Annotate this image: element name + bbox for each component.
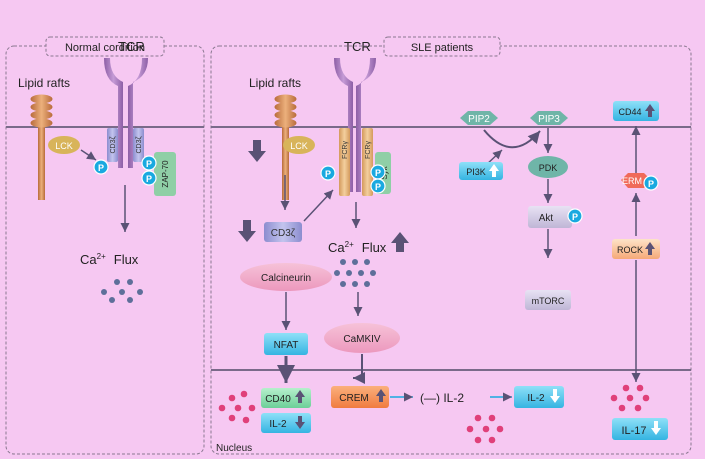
sle-phospho-1: P	[320, 165, 336, 181]
normal-zap70-label: ZAP-70	[161, 160, 170, 188]
sle-cd3z-down-arrow	[238, 220, 256, 242]
normal-cd3z-right-label: CD3ζ	[136, 136, 143, 153]
sle-lipid-rafts-label: Lipid rafts	[249, 76, 301, 90]
svg-text:P: P	[146, 159, 152, 169]
normal-phospho-3: P	[141, 170, 157, 186]
normal-lck-arrow	[80, 149, 97, 161]
normal-lipid-rafts-label: Lipid rafts	[18, 76, 70, 90]
normal-lipid-raft	[30, 94, 53, 200]
sle-fcry-left-label: FCRγ	[342, 141, 349, 159]
normal-lck-label: LCK	[55, 141, 73, 151]
nucleus-dots-mid	[466, 414, 504, 444]
pi3k-label: PI3K	[466, 167, 486, 177]
akt-box	[528, 206, 572, 228]
normal-cd3z-left	[107, 128, 118, 162]
sle-cd3z-label: CD3ζ	[271, 228, 296, 239]
pip2-node	[460, 111, 498, 125]
normal-calcium-dots	[101, 279, 143, 303]
nfat-label: NFAT	[274, 340, 299, 351]
sle-ca-flux: Ca2+Flux	[328, 240, 387, 255]
pi3k-box	[459, 162, 503, 180]
sle-lck-label: LCK	[290, 141, 308, 151]
normal-tcr-label: TCR	[118, 39, 145, 54]
il17-label: IL-17	[621, 425, 646, 437]
sle-fcry-left	[339, 128, 350, 196]
sle-title-box	[383, 36, 501, 57]
nucleus-dots-left	[218, 390, 256, 424]
pdk-node	[528, 156, 568, 178]
sle-phospho-2: P	[370, 164, 386, 180]
mtorc-box	[525, 290, 571, 310]
pip2-to-pip3-arrow	[483, 129, 541, 149]
sle-lck	[283, 136, 315, 154]
normal-ca-flux: Ca2+Flux	[80, 252, 139, 267]
pip3-label: PIP3	[538, 114, 560, 125]
sle-flux-up-arrow	[391, 232, 409, 252]
normal-phospho-1: P	[93, 159, 109, 175]
normal-cd3z-left-label: CD3ζ	[110, 136, 117, 153]
pip2-label: PIP2	[468, 114, 490, 125]
sle-cd40-box	[261, 388, 311, 408]
camkiv	[324, 323, 400, 353]
sle-fcry-right	[362, 128, 373, 196]
sle-phospho-3: P	[370, 178, 386, 194]
svg-text:P: P	[375, 168, 381, 178]
pip3-node	[530, 111, 568, 125]
sle-cd3z-box	[264, 222, 302, 242]
nfat-box	[264, 333, 308, 355]
cd44-box	[613, 101, 659, 121]
rock-label: ROCK	[617, 245, 643, 255]
akt-label: Akt	[539, 213, 554, 224]
nucleus-label: Nucleus	[216, 443, 252, 454]
svg-text:P: P	[146, 174, 152, 184]
svg-text:P: P	[572, 212, 578, 222]
nucleus-dots-right	[610, 384, 650, 412]
sle-il2-left-box	[261, 413, 311, 433]
camkiv-to-crem-arrow	[353, 354, 365, 384]
sle-lck-down-arrow	[248, 140, 266, 162]
erm-node	[621, 173, 651, 188]
mtorc-label: mTORC	[532, 296, 565, 306]
normal-cd3z-right	[133, 128, 144, 162]
rock-box	[612, 239, 660, 259]
cd40-label: CD40	[265, 394, 291, 405]
cd3-to-fcry-arrow	[303, 189, 334, 222]
sle-lipid-raft	[274, 94, 297, 200]
normal-title: Normal cordition	[65, 42, 145, 54]
svg-text:P: P	[648, 179, 654, 189]
sle-tcr-label: TCR	[344, 39, 371, 54]
il2-left-label: IL-2	[269, 419, 287, 430]
camkiv-label: CaMKIV	[343, 334, 381, 345]
erm-label: ERM	[622, 176, 642, 186]
svg-text:P: P	[375, 182, 381, 192]
sle-title: SLE patients	[411, 42, 474, 54]
il2-right-box	[514, 386, 564, 408]
erm-phospho: P	[643, 175, 659, 191]
akt-phospho: P	[567, 208, 583, 224]
sle-calcium-dots	[334, 259, 376, 287]
svg-text:P: P	[325, 169, 331, 179]
normal-zap70-box	[154, 152, 176, 196]
il2-mid-label: (—) IL-2	[420, 391, 464, 405]
normal-phospho-2: P	[141, 155, 157, 171]
calcineurin	[240, 263, 332, 291]
calcineurin-label: Calcineurin	[261, 273, 311, 284]
sle-fcry-right-label: FCRγ	[365, 141, 372, 159]
pdk-label: PDK	[539, 163, 558, 173]
crem-box	[331, 386, 389, 408]
il2-right-label: IL-2	[527, 393, 545, 404]
crem-label: CREM	[339, 393, 368, 404]
normal-lck	[48, 136, 80, 154]
svg-text:P: P	[98, 163, 104, 173]
il17-box	[612, 418, 668, 440]
normal-title-box	[45, 36, 165, 57]
cd44-label: CD44	[618, 107, 641, 117]
